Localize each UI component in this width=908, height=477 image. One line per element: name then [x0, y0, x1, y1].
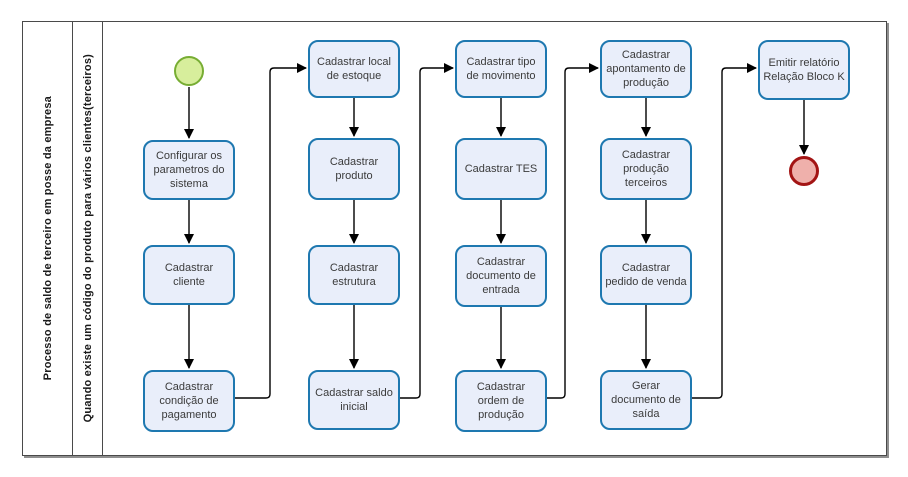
- task-cadastrar-condicao-de-pagamento[interactable]: Cadastrar condição de pagamento: [143, 370, 235, 432]
- task-cadastrar-pedido-de-venda[interactable]: Cadastrar pedido de venda: [600, 245, 692, 305]
- task-cadastrar-tes-label: Cadastrar TES: [464, 162, 538, 175]
- task-cadastrar-estrutura-label: Cadastrar estrutura: [329, 261, 379, 288]
- task-cadastrar-ordem-de-producao[interactable]: Cadastrar ordem de produção: [455, 370, 547, 432]
- task-configurar-parametros-sistema[interactable]: Configurar os parametros do sistema: [143, 140, 235, 200]
- task-cadastrar-produto[interactable]: Cadastrar produto: [308, 138, 400, 200]
- task-gerar-documento-de-saida-label: Gerar documento de saída: [611, 379, 681, 421]
- task-cadastrar-cliente-label: Cadastrar cliente: [164, 261, 214, 288]
- task-configurar-parametros-sistema-label: Configurar os parametros do sistema: [153, 149, 225, 191]
- task-cadastrar-local-de-estoque[interactable]: Cadastrar local de estoque: [308, 40, 400, 98]
- end-event[interactable]: [789, 156, 819, 186]
- task-emitir-relatorio-relacao-bloco-k[interactable]: Emitir relatório Relação Bloco K: [758, 40, 850, 100]
- lane-header: Quando existe um código do produto para …: [73, 21, 103, 456]
- task-cadastrar-ordem-de-producao-label: Cadastrar ordem de produção: [476, 380, 526, 422]
- task-cadastrar-tes[interactable]: Cadastrar TES: [455, 138, 547, 200]
- task-cadastrar-documento-de-entrada[interactable]: Cadastrar documento de entrada: [455, 245, 547, 307]
- pool-header: Processo de saldo de terceiro em posse d…: [23, 21, 73, 456]
- task-cadastrar-produto-label: Cadastrar produto: [329, 155, 379, 182]
- task-cadastrar-producao-terceiros-label: Cadastrar produção terceiros: [621, 148, 671, 190]
- task-cadastrar-condicao-de-pagamento-label: Cadastrar condição de pagamento: [159, 380, 219, 422]
- start-event[interactable]: [174, 56, 204, 86]
- task-cadastrar-apontamento-producao-label: Cadastrar apontamento de produção: [606, 48, 686, 90]
- task-cadastrar-saldo-inicial[interactable]: Cadastrar saldo inicial: [308, 370, 400, 430]
- task-cadastrar-local-de-estoque-label: Cadastrar local de estoque: [317, 55, 391, 82]
- task-cadastrar-producao-terceiros[interactable]: Cadastrar produção terceiros: [600, 138, 692, 200]
- task-cadastrar-pedido-de-venda-label: Cadastrar pedido de venda: [605, 261, 687, 288]
- task-gerar-documento-de-saida[interactable]: Gerar documento de saída: [600, 370, 692, 430]
- task-cadastrar-estrutura[interactable]: Cadastrar estrutura: [308, 245, 400, 305]
- task-cadastrar-documento-de-entrada-label: Cadastrar documento de entrada: [466, 255, 536, 297]
- task-cadastrar-tipo-de-movimento-label: Cadastrar tipo de movimento: [466, 55, 536, 82]
- task-emitir-relatorio-relacao-bloco-k-label: Emitir relatório Relação Bloco K: [763, 56, 845, 83]
- task-cadastrar-apontamento-producao[interactable]: Cadastrar apontamento de produção: [600, 40, 692, 98]
- task-cadastrar-saldo-inicial-label: Cadastrar saldo inicial: [315, 386, 393, 413]
- task-cadastrar-cliente[interactable]: Cadastrar cliente: [143, 245, 235, 305]
- task-cadastrar-tipo-de-movimento[interactable]: Cadastrar tipo de movimento: [455, 40, 547, 98]
